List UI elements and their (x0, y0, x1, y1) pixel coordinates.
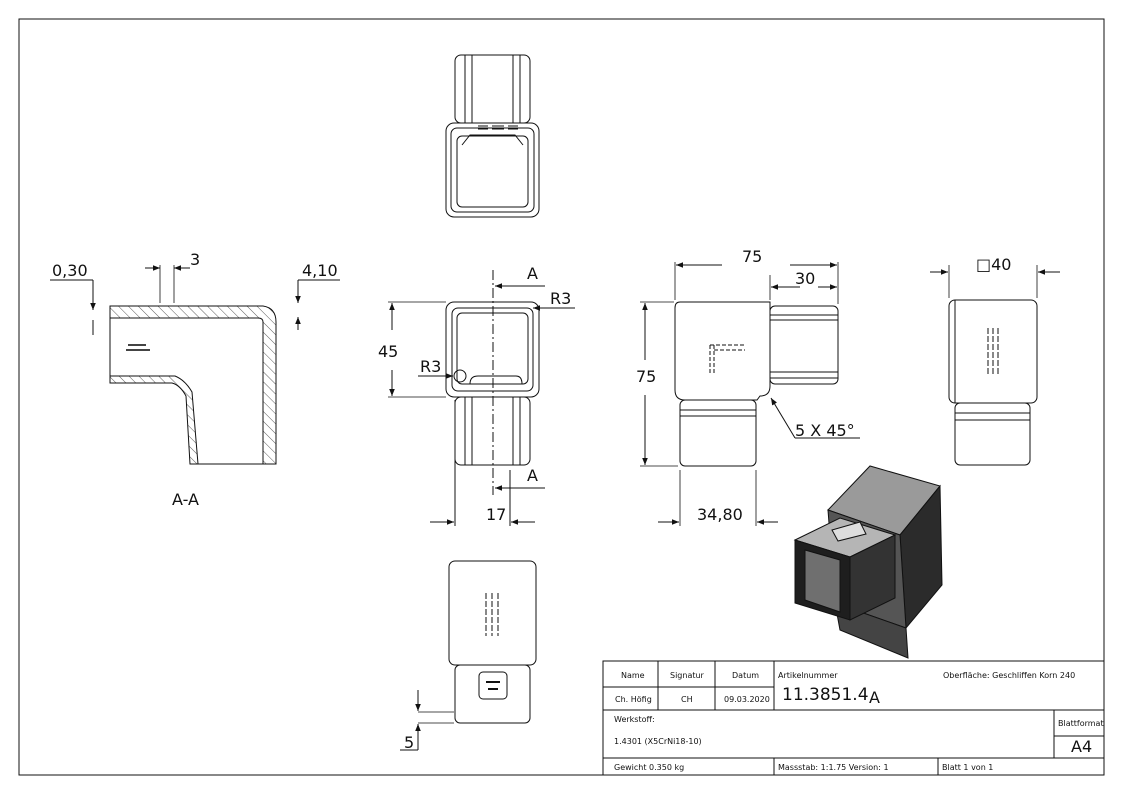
title-block (602, 660, 1105, 776)
cut-a-top: A (527, 264, 538, 283)
front-view (445, 270, 540, 526)
tb-name: Ch. Höfig (615, 695, 652, 704)
dim-radius-left: R3 (420, 357, 441, 376)
section-view-a-a (50, 265, 340, 465)
tb-blattformat: A4 (1071, 737, 1092, 756)
tb-signatur: CH (681, 695, 693, 704)
dim-height-75: 75 (636, 367, 656, 386)
cut-a-bottom: A (527, 466, 538, 485)
dim-height-45: 45 (378, 342, 398, 361)
front-view-dims (388, 283, 575, 525)
tb-signatur-header: Signatur (670, 671, 705, 680)
tb-artikel-number: 11.3851.4 (782, 685, 869, 705)
side-view-dims (642, 262, 860, 525)
dim-square-40: □40 (976, 255, 1011, 274)
tb-datum-header: Datum (732, 671, 759, 680)
tb-werkstoff: 1.4301 (X5CrNi18-10) (614, 737, 702, 746)
tb-massstab: Massstab: 1:1.75 Version: 1 (778, 763, 889, 772)
bottom-view-dims (400, 690, 421, 751)
tb-artikel-suffix: A (869, 688, 880, 707)
drawing-border (18, 18, 1105, 776)
tb-blattformat-label: Blattformat (1058, 719, 1104, 728)
top-view (445, 54, 540, 218)
end-view (948, 265, 1038, 466)
dim-depth-34-80: 34,80 (697, 505, 743, 524)
dim-branch-30: 30 (795, 269, 815, 288)
side-view (640, 262, 839, 526)
dim-offset-17: 17 (486, 505, 506, 524)
tb-datum: 09.03.2020 (724, 695, 770, 704)
isometric-3d-view (793, 465, 943, 659)
bottom-view (418, 560, 537, 724)
dim-gap: 3 (190, 250, 200, 269)
dim-width-75: 75 (742, 247, 762, 266)
tb-werkstoff-label: Werkstoff: (614, 715, 655, 724)
dim-radius-top: R3 (550, 289, 571, 308)
tb-artikel-label: Artikelnummer (778, 671, 838, 680)
section-label: A-A (172, 490, 199, 509)
tb-name-header: Name (621, 671, 645, 680)
tb-blatt: Blatt 1 von 1 (942, 763, 993, 772)
dim-wall-left: 0,30 (52, 261, 88, 280)
tb-gewicht: Gewicht 0.350 kg (614, 763, 684, 772)
tb-oberflaeche: Oberfläche: Geschliffen Korn 240 (943, 671, 1075, 680)
dim-chamfer: 5 X 45° (795, 421, 855, 440)
dim-gap-5: 5 (404, 733, 414, 752)
dim-wall-right: 4,10 (302, 261, 338, 280)
